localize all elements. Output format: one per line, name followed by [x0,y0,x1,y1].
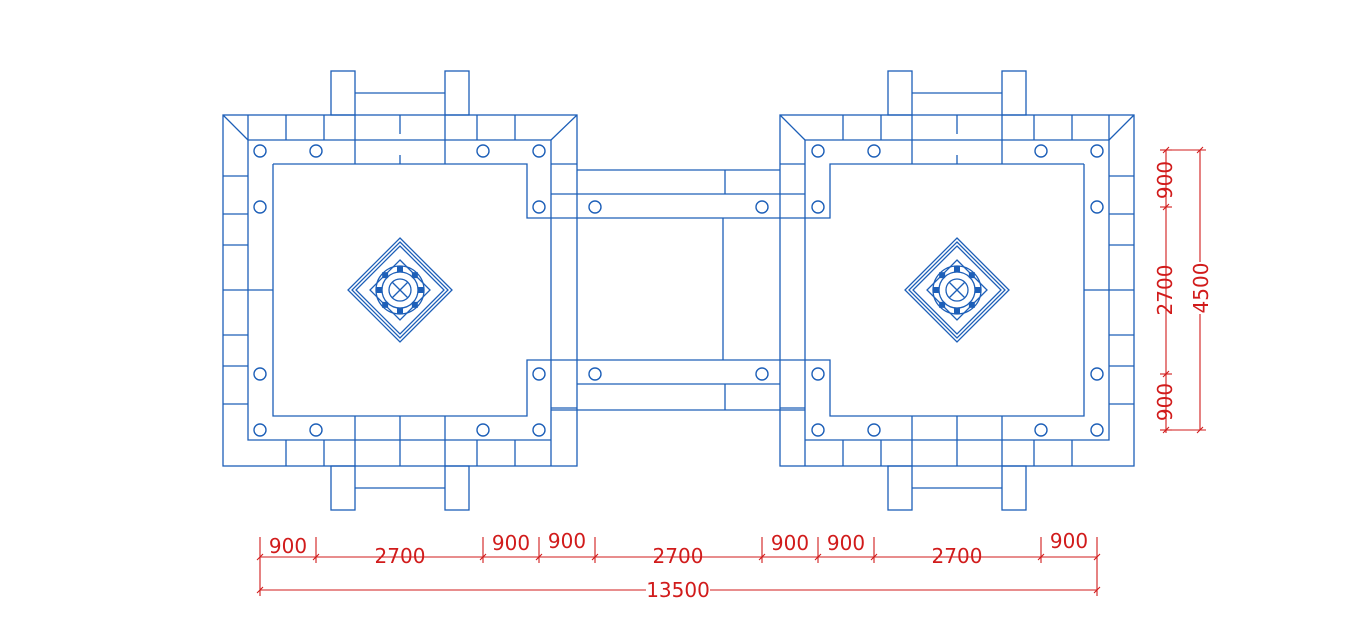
column-post-icon [253,367,267,381]
column-post-icon [811,367,825,381]
column-post-icon [253,200,267,214]
column-post-icon [1034,144,1048,158]
ornaments [347,237,1010,343]
dim-h-6: 900 [771,531,809,555]
column-post-icon [588,200,602,214]
left-top-stair-post-a [330,70,356,116]
left-bottom-stair-post-b [444,465,470,511]
vertical-dimensions: 900 2700 900 4500 [1153,146,1213,434]
right-pavilion [723,70,1135,511]
dim-v-3: 900 [1153,383,1177,421]
left-bottom-stair-post-a [330,465,356,511]
right-bottom-stair-post-a [887,465,913,511]
dim-h-8: 2700 [932,544,983,568]
column-post-icon [811,423,825,437]
left-top-stair-post-b [444,70,470,116]
column-post-icon [755,200,769,214]
dim-h-3: 900 [492,531,530,555]
dim-h-2: 2700 [375,544,426,568]
column-post-icon [532,144,546,158]
column-post-icon [867,144,881,158]
column-post-icon [1090,367,1104,381]
horizontal-dimensions: 900 2700 900 900 2700 900 900 2700 900 1… [256,529,1101,602]
column-post-icon [867,423,881,437]
dim-h-5: 2700 [653,544,704,568]
dim-v-1: 900 [1153,161,1177,199]
dim-h-7: 900 [827,531,865,555]
column-post-icon [755,367,769,381]
column-post-icon [588,367,602,381]
column-post-icon [532,423,546,437]
column-post-icon [309,144,323,158]
corridor [551,169,805,411]
right-top-stair-post-b [1001,70,1027,116]
column-post-icon [811,200,825,214]
column-posts [253,144,1104,437]
column-post-icon [309,423,323,437]
dim-h-9: 900 [1050,529,1088,553]
column-post-icon [1090,200,1104,214]
dim-h-4: 900 [548,529,586,553]
right-bottom-stair-post-b [1001,465,1027,511]
column-post-icon [1034,423,1048,437]
diamond-medallion-icon [347,237,453,343]
column-post-icon [532,200,546,214]
dim-h-total: 13500 [646,578,710,602]
column-post-icon [532,367,546,381]
column-post-icon [476,144,490,158]
left-pavilion [222,70,723,511]
column-post-icon [1090,423,1104,437]
column-post-icon [253,423,267,437]
column-post-icon [1090,144,1104,158]
right-top-stair-post-a [887,70,913,116]
dim-v-2: 2700 [1153,265,1177,316]
dim-v-total: 4500 [1189,263,1213,314]
column-post-icon [253,144,267,158]
dim-h-1: 900 [269,534,307,558]
diamond-medallion-icon [904,237,1010,343]
column-post-icon [811,144,825,158]
column-post-icon [476,423,490,437]
